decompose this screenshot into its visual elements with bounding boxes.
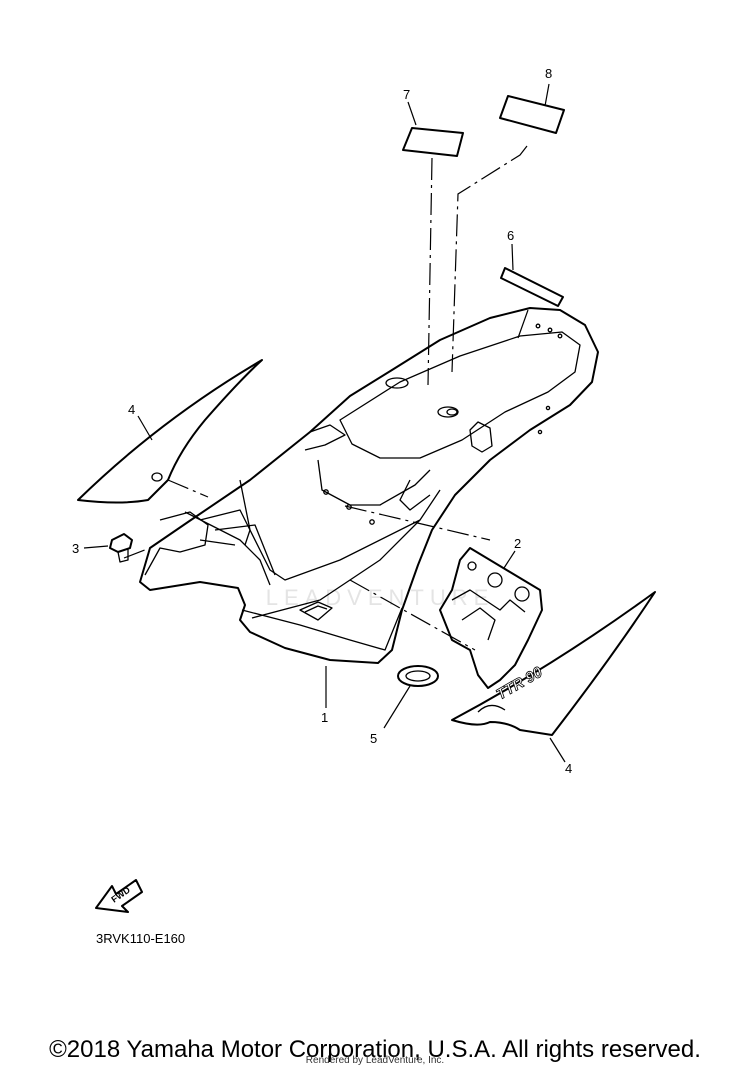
callout-7[interactable]: 7 — [403, 87, 410, 102]
callout-4-left[interactable]: 4 — [128, 402, 135, 417]
callout-4-right[interactable]: 4 — [565, 761, 572, 776]
fwd-arrow-icon — [95, 879, 143, 913]
callout-1[interactable]: 1 — [321, 710, 328, 725]
part-5-grommet[interactable] — [383, 665, 439, 729]
part-code: 3RVK110-E160 — [96, 931, 186, 946]
part-2-bracket[interactable] — [439, 547, 543, 689]
part-4-decal-left[interactable] — [77, 359, 263, 504]
part-3-bolt[interactable] — [83, 533, 133, 563]
callout-6[interactable]: 6 — [507, 228, 514, 243]
rendered-by-notice: Rendered by LeadVenture, Inc. — [305, 1055, 445, 1066]
callout-2[interactable]: 2 — [514, 536, 521, 551]
part-6-decal[interactable] — [500, 243, 564, 307]
part-1-rear-fender[interactable] — [139, 307, 599, 708]
decal-text: TTR 90 — [494, 663, 546, 703]
callout-3[interactable]: 3 — [72, 541, 79, 556]
copyright-notice: ©2018 Yamaha Motor Corporation, U.S.A. A… — [49, 1036, 701, 1063]
callout-5[interactable]: 5 — [370, 731, 377, 746]
part-7-decal[interactable] — [402, 101, 464, 157]
alignment-lines — [123, 145, 529, 651]
part-4-decal-right[interactable] — [451, 591, 656, 763]
callout-8[interactable]: 8 — [545, 66, 552, 81]
part-8-decal[interactable] — [499, 83, 565, 134]
